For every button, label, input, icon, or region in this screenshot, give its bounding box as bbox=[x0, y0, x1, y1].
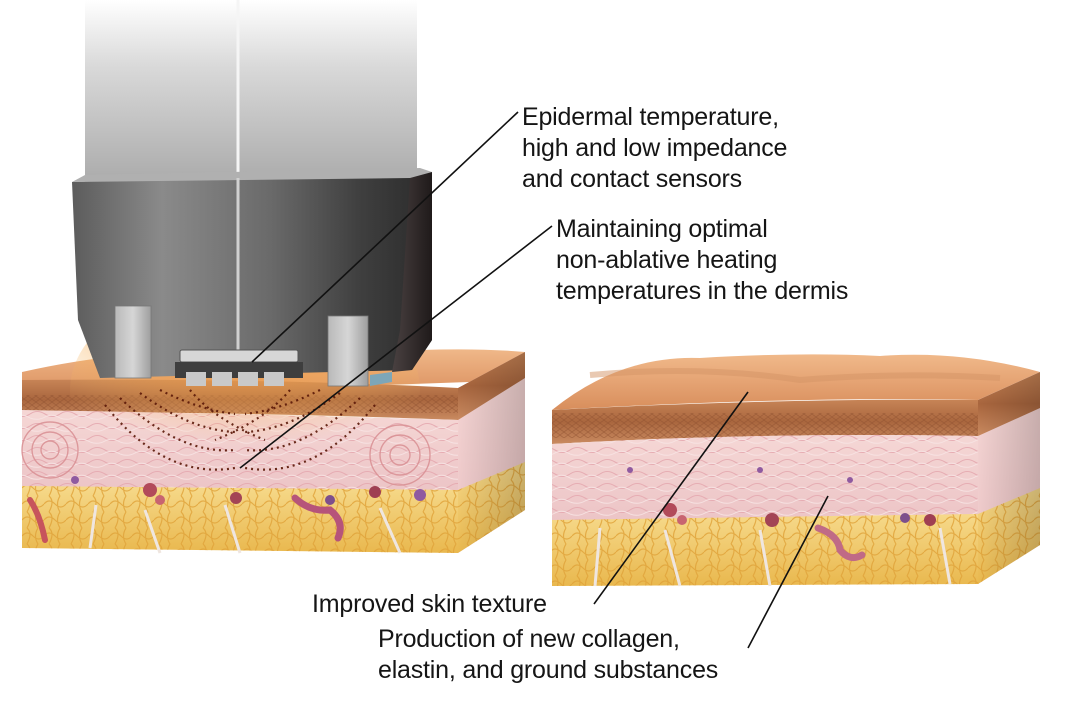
sensors-label-line-3: and contact sensors bbox=[522, 165, 742, 193]
collagen-label-line-1: Production of new collagen, bbox=[378, 625, 680, 653]
texture-label: Improved skin texture bbox=[312, 589, 547, 620]
heating-label-line-3: temperatures in the dermis bbox=[556, 277, 849, 305]
sensors-label: Epidermal temperature, high and low impe… bbox=[522, 102, 787, 195]
collagen-label: Production of new collagen, elastin, and… bbox=[378, 624, 718, 686]
heating-label: Maintaining optimal non-ablative heating… bbox=[556, 214, 848, 307]
collagen-label-line-2: elastin, and ground substances bbox=[378, 656, 719, 684]
rf-handpiece bbox=[72, 0, 432, 387]
texture-label-line-1: Improved skin texture bbox=[312, 590, 547, 618]
heating-label-line-2: non-ablative heating bbox=[556, 246, 778, 274]
left-skin-block bbox=[21, 280, 525, 554]
sensors-label-line-1: Epidermal temperature, bbox=[522, 103, 779, 131]
sensors-label-line-2: high and low impedance bbox=[522, 134, 788, 162]
right-skin-block bbox=[552, 354, 1040, 587]
heating-label-line-1: Maintaining optimal bbox=[556, 215, 768, 243]
leader-lines bbox=[239, 111, 829, 649]
